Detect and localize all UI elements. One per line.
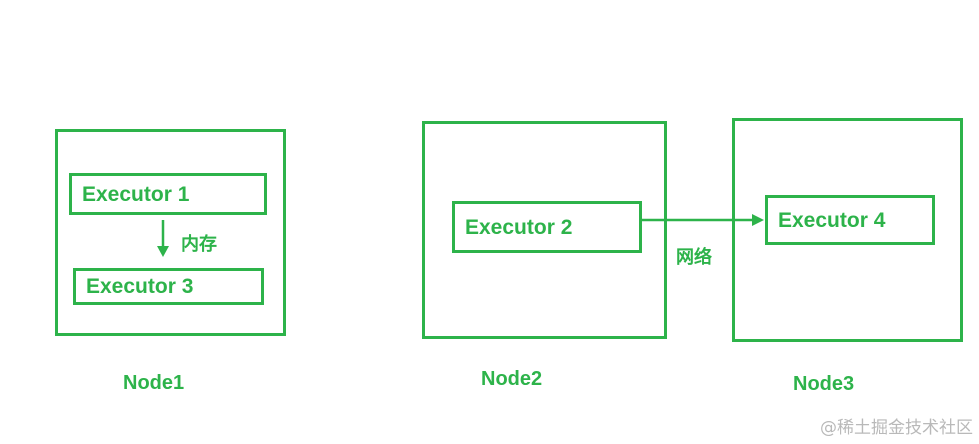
node2-label: Node2 xyxy=(481,368,543,390)
executor-1-box: Executor 1 xyxy=(69,173,267,215)
executor-4-label: Executor 4 xyxy=(778,208,886,232)
executor-2-box: Executor 2 xyxy=(452,201,642,253)
node1-label: Node1 xyxy=(123,372,185,394)
executor-3-label: Executor 3 xyxy=(86,275,194,298)
executor-2-label: Executor 2 xyxy=(465,215,573,239)
executor-4-box: Executor 4 xyxy=(765,195,935,245)
node3-label: Node3 xyxy=(793,373,855,395)
watermark: @稀土掘金技术社区 xyxy=(820,418,973,438)
executor-1-label: Executor 1 xyxy=(82,182,190,206)
network-edge-label: 网络 xyxy=(676,247,712,267)
executor-3-box: Executor 3 xyxy=(73,268,264,305)
memory-edge-label: 内存 xyxy=(181,234,217,254)
